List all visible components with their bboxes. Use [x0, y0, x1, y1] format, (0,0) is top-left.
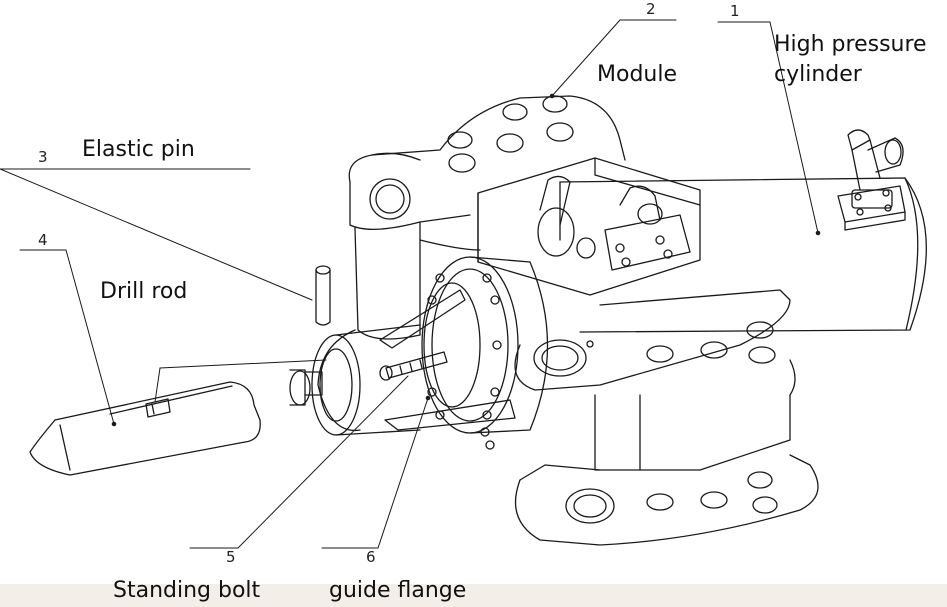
- part-1-name-line2: cylinder: [774, 62, 862, 87]
- standing-bolt: [379, 351, 448, 381]
- part-6-name: guide flange: [329, 578, 467, 603]
- drill-rod: [29, 381, 261, 476]
- part-6-number: 6: [366, 548, 376, 566]
- part-5-number: 5: [226, 548, 236, 566]
- part-4-number: 4: [38, 231, 48, 249]
- elastic-pin: [315, 265, 331, 326]
- footer-band: [0, 584, 947, 607]
- module-body: [348, 95, 819, 546]
- guide-flange: [317, 256, 549, 450]
- part-2-name: Module: [597, 62, 677, 87]
- part-3-name: Elastic pin: [82, 137, 195, 162]
- part-3-number: 3: [38, 148, 48, 166]
- part-1-number: 1: [730, 2, 740, 20]
- drive-adapter: [289, 324, 421, 436]
- leader-lines: [0, 19, 821, 549]
- part-5-name: Standing bolt: [113, 578, 261, 603]
- part-4-name: Drill rod: [100, 279, 188, 304]
- part-2-number: 2: [646, 0, 656, 18]
- part-1-name-line1: High pressure: [774, 32, 927, 57]
- high-pressure-cylinder: [559, 129, 927, 333]
